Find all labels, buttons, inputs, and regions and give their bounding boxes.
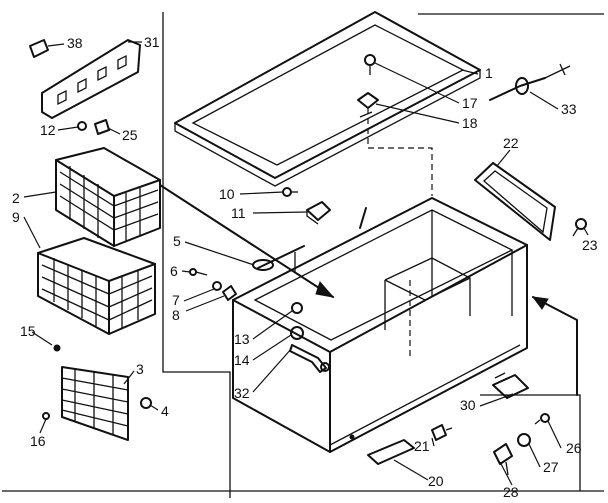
basket-divider xyxy=(61,366,129,441)
callout-9: 9 xyxy=(12,209,20,225)
screw-12 xyxy=(77,121,87,131)
callout-21: 21 xyxy=(414,438,430,454)
callout-7: 7 xyxy=(172,292,180,308)
basket-clip-38 xyxy=(29,39,49,58)
callout-28: 28 xyxy=(503,484,519,500)
callout-27: 27 xyxy=(543,459,559,475)
pin-15 xyxy=(53,344,61,352)
callout-32: 32 xyxy=(234,385,250,401)
callout-17: 17 xyxy=(462,95,478,111)
drain-plug xyxy=(289,302,330,373)
callout-18: 18 xyxy=(462,115,478,131)
bracket-8 xyxy=(222,285,237,301)
callout-15: 15 xyxy=(20,323,36,339)
spacer-25 xyxy=(94,119,110,135)
callout-22: 22 xyxy=(503,135,519,151)
callout-5: 5 xyxy=(173,233,181,249)
callout-11: 11 xyxy=(231,205,246,221)
hinge-dashed-guide xyxy=(367,108,433,196)
callout-labels: 38 31 12 25 2 9 15 3 4 16 5 6 7 8 10 11 … xyxy=(12,34,598,500)
callout-6: 6 xyxy=(170,263,178,279)
upper-basket xyxy=(55,147,161,247)
lid-hinge-bracket xyxy=(357,92,379,118)
callout-33: 33 xyxy=(561,101,577,117)
callout-13: 13 xyxy=(234,331,250,347)
foot-30 xyxy=(492,372,529,399)
callout-20: 20 xyxy=(428,473,444,489)
callout-3: 3 xyxy=(136,361,144,377)
clip-4 xyxy=(140,397,152,409)
leader-lines xyxy=(23,41,589,486)
freezer-cabinet xyxy=(232,197,528,453)
callout-8: 8 xyxy=(172,307,180,323)
drain-cover xyxy=(367,439,415,465)
callout-26: 26 xyxy=(566,440,582,456)
hinge-bracket xyxy=(306,201,331,225)
basket-rail-31 xyxy=(41,39,141,119)
frame-lines xyxy=(2,12,604,498)
callout-10: 10 xyxy=(219,186,235,202)
pin xyxy=(359,207,367,229)
callout-4: 4 xyxy=(161,403,169,419)
panel-screw xyxy=(572,218,587,237)
callout-31: 31 xyxy=(144,34,160,50)
pin-16 xyxy=(42,412,50,420)
screw-6 xyxy=(189,268,208,276)
callout-16: 16 xyxy=(30,433,46,449)
hinge-screw xyxy=(282,187,298,197)
callout-14: 14 xyxy=(234,352,250,368)
assembly-arrows xyxy=(159,184,578,396)
callout-12: 12 xyxy=(40,122,56,138)
washer-7 xyxy=(212,281,222,291)
callout-30: 30 xyxy=(460,397,476,413)
lid-screw xyxy=(364,54,376,75)
callout-2: 2 xyxy=(12,190,20,206)
lid xyxy=(174,11,481,187)
callout-38: 38 xyxy=(67,35,83,51)
callout-1: 1 xyxy=(485,65,493,81)
lower-basket xyxy=(37,237,156,335)
callout-25: 25 xyxy=(122,127,138,143)
callout-23: 23 xyxy=(582,237,598,253)
thermostat xyxy=(489,63,571,101)
latch-assembly xyxy=(493,413,550,476)
control-panel xyxy=(474,162,556,241)
fitting xyxy=(431,424,453,441)
